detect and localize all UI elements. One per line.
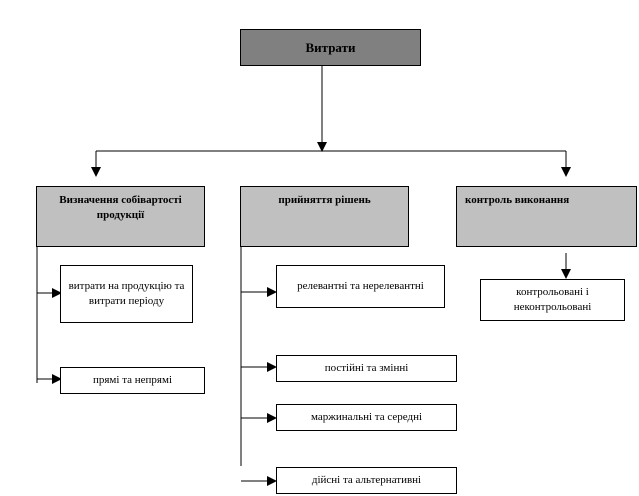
root-label: Витрати (305, 39, 356, 55)
category-label: Визначення собівартості продукції (59, 194, 182, 221)
leaf-label: маржинальні та середні (310, 411, 423, 424)
category-performance-control: контроль виконання (456, 186, 637, 247)
category-label: прийняття рішень (278, 194, 371, 206)
decision-item-actual-alternative: дійсні та альтернативні (276, 467, 457, 494)
leaf-label: витрати на продукцію та витрати періоду (68, 280, 185, 307)
cost-item-product-period: витрати на продукцію та витрати періоду (60, 265, 193, 323)
cost-item-direct-indirect: прямі та непрямі (60, 367, 205, 394)
category-label: контроль виконання (465, 194, 570, 206)
leaf-label: дійсні та альтернативні (311, 474, 422, 487)
leaf-label: контрольовані і неконтрольовані (513, 286, 592, 313)
category-cost-determination: Визначення собівартості продукції (36, 186, 205, 247)
decision-item-marginal-average: маржинальні та середні (276, 404, 457, 431)
control-item-controllable: контрольовані і неконтрольовані (480, 279, 625, 321)
leaf-label: прямі та непрямі (92, 374, 173, 387)
decision-item-fixed-variable: постійні та змінні (276, 355, 457, 382)
root-node: Витрати (240, 29, 421, 66)
decision-item-relevant: релевантні та нерелевантні (276, 265, 445, 308)
leaf-label: постійні та змінні (324, 362, 409, 375)
category-decision-making: прийняття рішень (240, 186, 409, 247)
leaf-label: релевантні та нерелевантні (297, 280, 424, 293)
